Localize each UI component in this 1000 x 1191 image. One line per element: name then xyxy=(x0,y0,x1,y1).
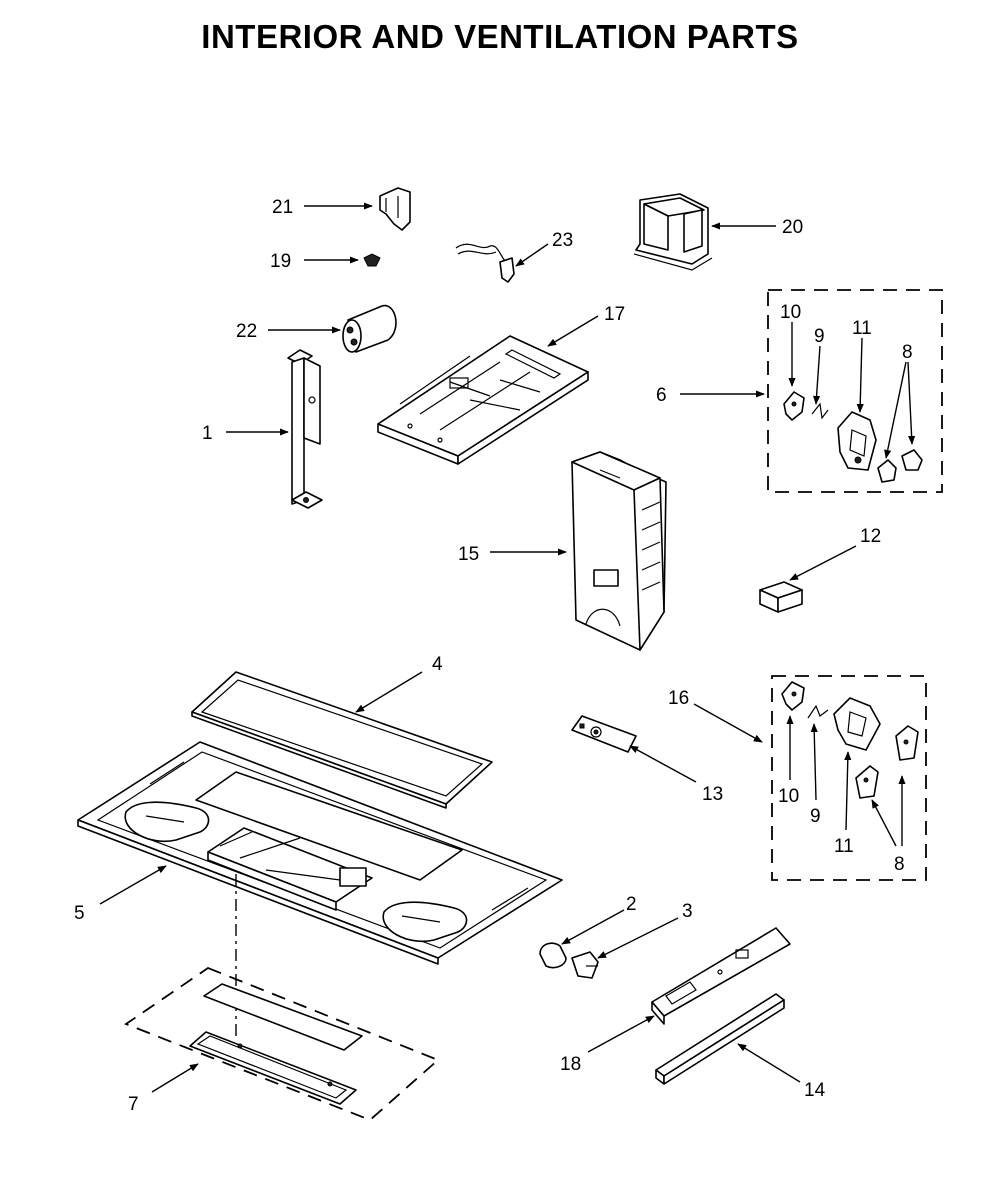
part-16-9-spring[interactable] xyxy=(807,704,829,719)
callout-1: 1 xyxy=(202,423,213,444)
part-5-bottom-plate[interactable] xyxy=(77,741,563,965)
part-14-trim-strip[interactable] xyxy=(655,993,785,1085)
callout-16: 16 xyxy=(668,688,689,709)
page-title: INTERIOR AND VENTILATION PARTS xyxy=(201,18,799,55)
callout-23: 23 xyxy=(552,230,573,251)
callout-9-lower: 9 xyxy=(810,806,821,827)
part-23-wire-harness[interactable] xyxy=(455,243,515,283)
part-12-fuse-block[interactable] xyxy=(759,581,803,613)
part-19-clip[interactable] xyxy=(363,253,381,267)
callout-3: 3 xyxy=(682,901,693,922)
part-15-air-duct[interactable] xyxy=(571,451,667,651)
part-13-socket-plate[interactable] xyxy=(571,715,637,753)
part-21-bracket[interactable] xyxy=(379,187,411,231)
callout-11-lower: 11 xyxy=(834,836,854,857)
callout-18: 18 xyxy=(560,1054,581,1075)
part-16-8-switch-b[interactable] xyxy=(895,725,919,761)
callout-2: 2 xyxy=(626,894,637,915)
callout-5: 5 xyxy=(74,903,85,924)
callout-14: 14 xyxy=(804,1080,826,1101)
callout-10-lower: 10 xyxy=(778,786,799,807)
callout-9-upper: 9 xyxy=(814,326,825,347)
callout-8-upper: 8 xyxy=(902,342,913,363)
callout-10-upper: 10 xyxy=(780,302,801,323)
callout-13: 13 xyxy=(702,784,723,805)
callout-11-upper: 11 xyxy=(852,318,872,339)
callout-12: 12 xyxy=(860,526,881,547)
callout-17: 17 xyxy=(604,304,625,325)
part-16-8-switch-a[interactable] xyxy=(855,765,879,799)
part-6-11-switch-holder[interactable] xyxy=(837,411,877,471)
part-22-capacitor[interactable] xyxy=(342,305,397,353)
callout-7: 7 xyxy=(128,1094,139,1115)
part-18-light-housing[interactable] xyxy=(651,927,791,1025)
callout-20: 20 xyxy=(782,217,803,238)
callout-8-lower: 8 xyxy=(894,854,905,875)
part-16-10-switch-actuator[interactable] xyxy=(781,681,805,711)
callout-15: 15 xyxy=(458,544,479,565)
callout-19: 19 xyxy=(270,251,291,272)
part-6-10-switch-actuator[interactable] xyxy=(783,391,805,421)
callout-22: 22 xyxy=(236,321,257,342)
part-6-8-switch-right[interactable] xyxy=(901,449,923,471)
kit-7-dashed-box xyxy=(124,966,440,1122)
callout-arrows xyxy=(99,202,916,1093)
part-7-vent-cover[interactable] xyxy=(189,983,363,1105)
part-16-11-switch-holder[interactable] xyxy=(833,697,881,751)
kit-16-dashed-box xyxy=(771,675,927,881)
part-1-bracket[interactable] xyxy=(287,349,323,509)
part-3-light-socket[interactable] xyxy=(571,951,599,979)
callout-21: 21 xyxy=(272,197,293,218)
part-6-9-spring[interactable] xyxy=(811,402,829,420)
part-4-grease-filter[interactable] xyxy=(191,671,493,809)
part-2-light-bulb[interactable] xyxy=(539,942,567,969)
part-17-mounting-plate[interactable] xyxy=(377,335,589,465)
callout-6: 6 xyxy=(656,385,667,406)
part-20-transformer[interactable] xyxy=(633,193,713,271)
callout-4: 4 xyxy=(432,654,443,675)
part-6-8-switch-left[interactable] xyxy=(877,459,897,483)
kit-6-dashed-box xyxy=(767,289,943,493)
